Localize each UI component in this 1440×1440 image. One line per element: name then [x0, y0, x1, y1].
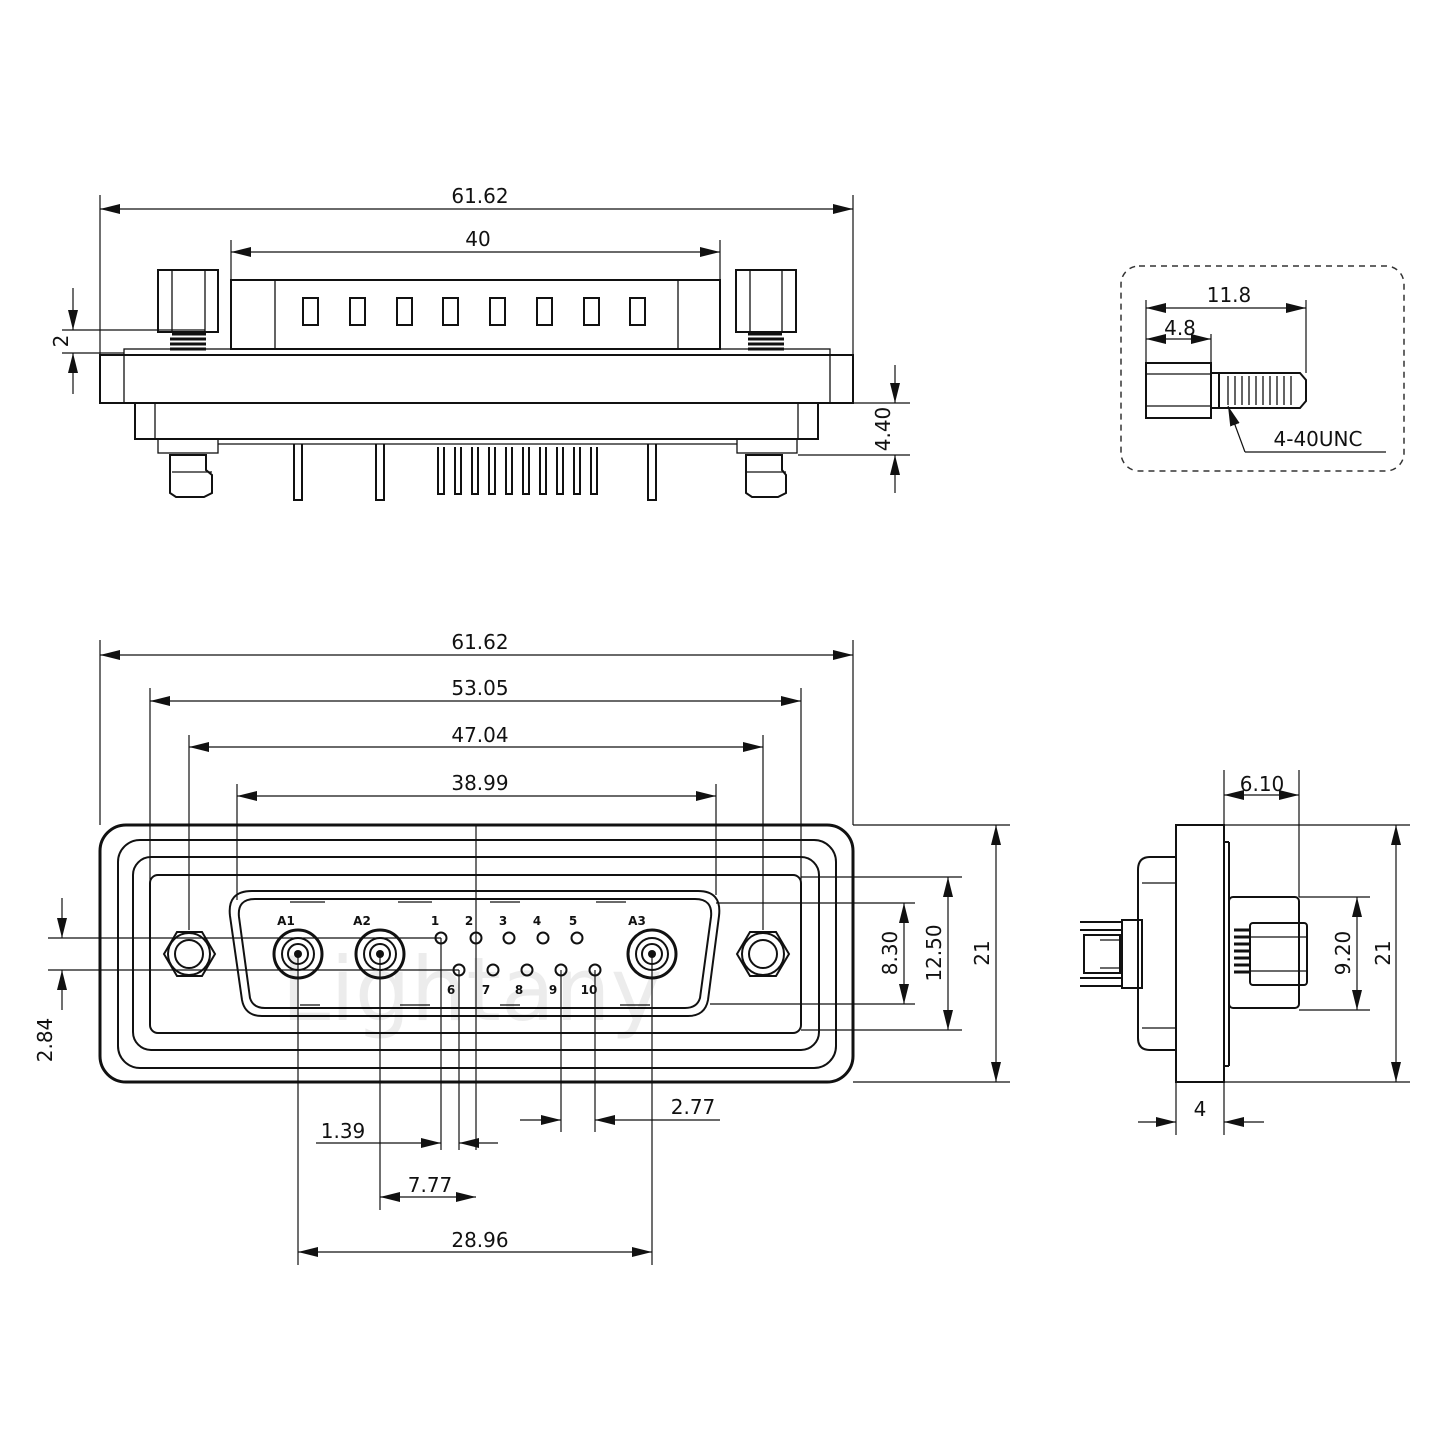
front-view: Lightany: [48, 640, 1010, 1265]
pin-label-3: 3: [499, 914, 507, 928]
pin-label-9: 9: [549, 983, 557, 997]
shell-width-label: 38.99: [451, 771, 508, 795]
screw-spacing-label: 47.04: [451, 723, 508, 747]
coax-offset-label: 2.84: [33, 1018, 57, 1063]
left-hex-nut: [162, 931, 217, 977]
pin-label-7: 7: [482, 983, 490, 997]
pin-label-4: 4: [533, 914, 541, 928]
top-mating-width-label: 40: [465, 227, 490, 251]
signal-offset-label: 1.39: [321, 1119, 366, 1143]
thread-label: 4-40UNC: [1274, 427, 1363, 451]
coax-a1-a2-pitch-label: 7.77: [408, 1173, 453, 1197]
screw-length-label: 11.8: [1207, 283, 1252, 307]
pin-label-6: 6: [447, 983, 455, 997]
side-dimensions: [1138, 770, 1410, 1135]
pin-label-1: 1: [431, 914, 439, 928]
front-dimensions: [48, 640, 1010, 1265]
right-standoff: [735, 269, 797, 498]
pin-label-10: 10: [581, 983, 598, 997]
right-hex-nut: [735, 931, 791, 977]
row-spacing-label: 8.30: [878, 931, 902, 976]
mount-hole-spacing-label: 53.05: [451, 676, 508, 700]
screw-detail: [1120, 265, 1405, 472]
pin-pitch-label: 2.77: [671, 1095, 716, 1119]
contact-window-row: [302, 297, 646, 326]
pcb-pins: [293, 444, 657, 501]
screw-height-label: 9.20: [1331, 931, 1355, 976]
side-overall-height-label: 21: [1371, 940, 1395, 965]
coax-label-a3: A3: [628, 914, 646, 928]
coax-a1-a3-pitch-label: 28.96: [451, 1228, 508, 1252]
top-overall-width-label: 61.62: [451, 184, 508, 208]
top-view: 61.62 40 2 4.40: [49, 184, 910, 501]
pin-label-2: 2: [465, 914, 473, 928]
left-standoff: [157, 269, 219, 498]
pin-height-label: 4.40: [871, 407, 895, 452]
front-overall-width-label: 61.62: [451, 630, 508, 654]
flange-thickness-label: 4: [1194, 1097, 1207, 1121]
standoff-gap-label: 2: [49, 335, 73, 348]
watermark: Lightany: [281, 938, 662, 1041]
shell-height-label: 12.50: [922, 924, 946, 981]
top-dimensions: [62, 195, 910, 493]
pin-label-8: 8: [515, 983, 523, 997]
coax-label-a1: A1: [277, 914, 295, 928]
pin-label-5: 5: [569, 914, 577, 928]
coax-label-a2: A2: [353, 914, 371, 928]
hex-length-label: 4.8: [1164, 316, 1196, 340]
side-view: [1080, 770, 1410, 1135]
front-overall-height-label: 21: [970, 940, 994, 965]
flange-to-screw-label: 6.10: [1240, 772, 1285, 796]
